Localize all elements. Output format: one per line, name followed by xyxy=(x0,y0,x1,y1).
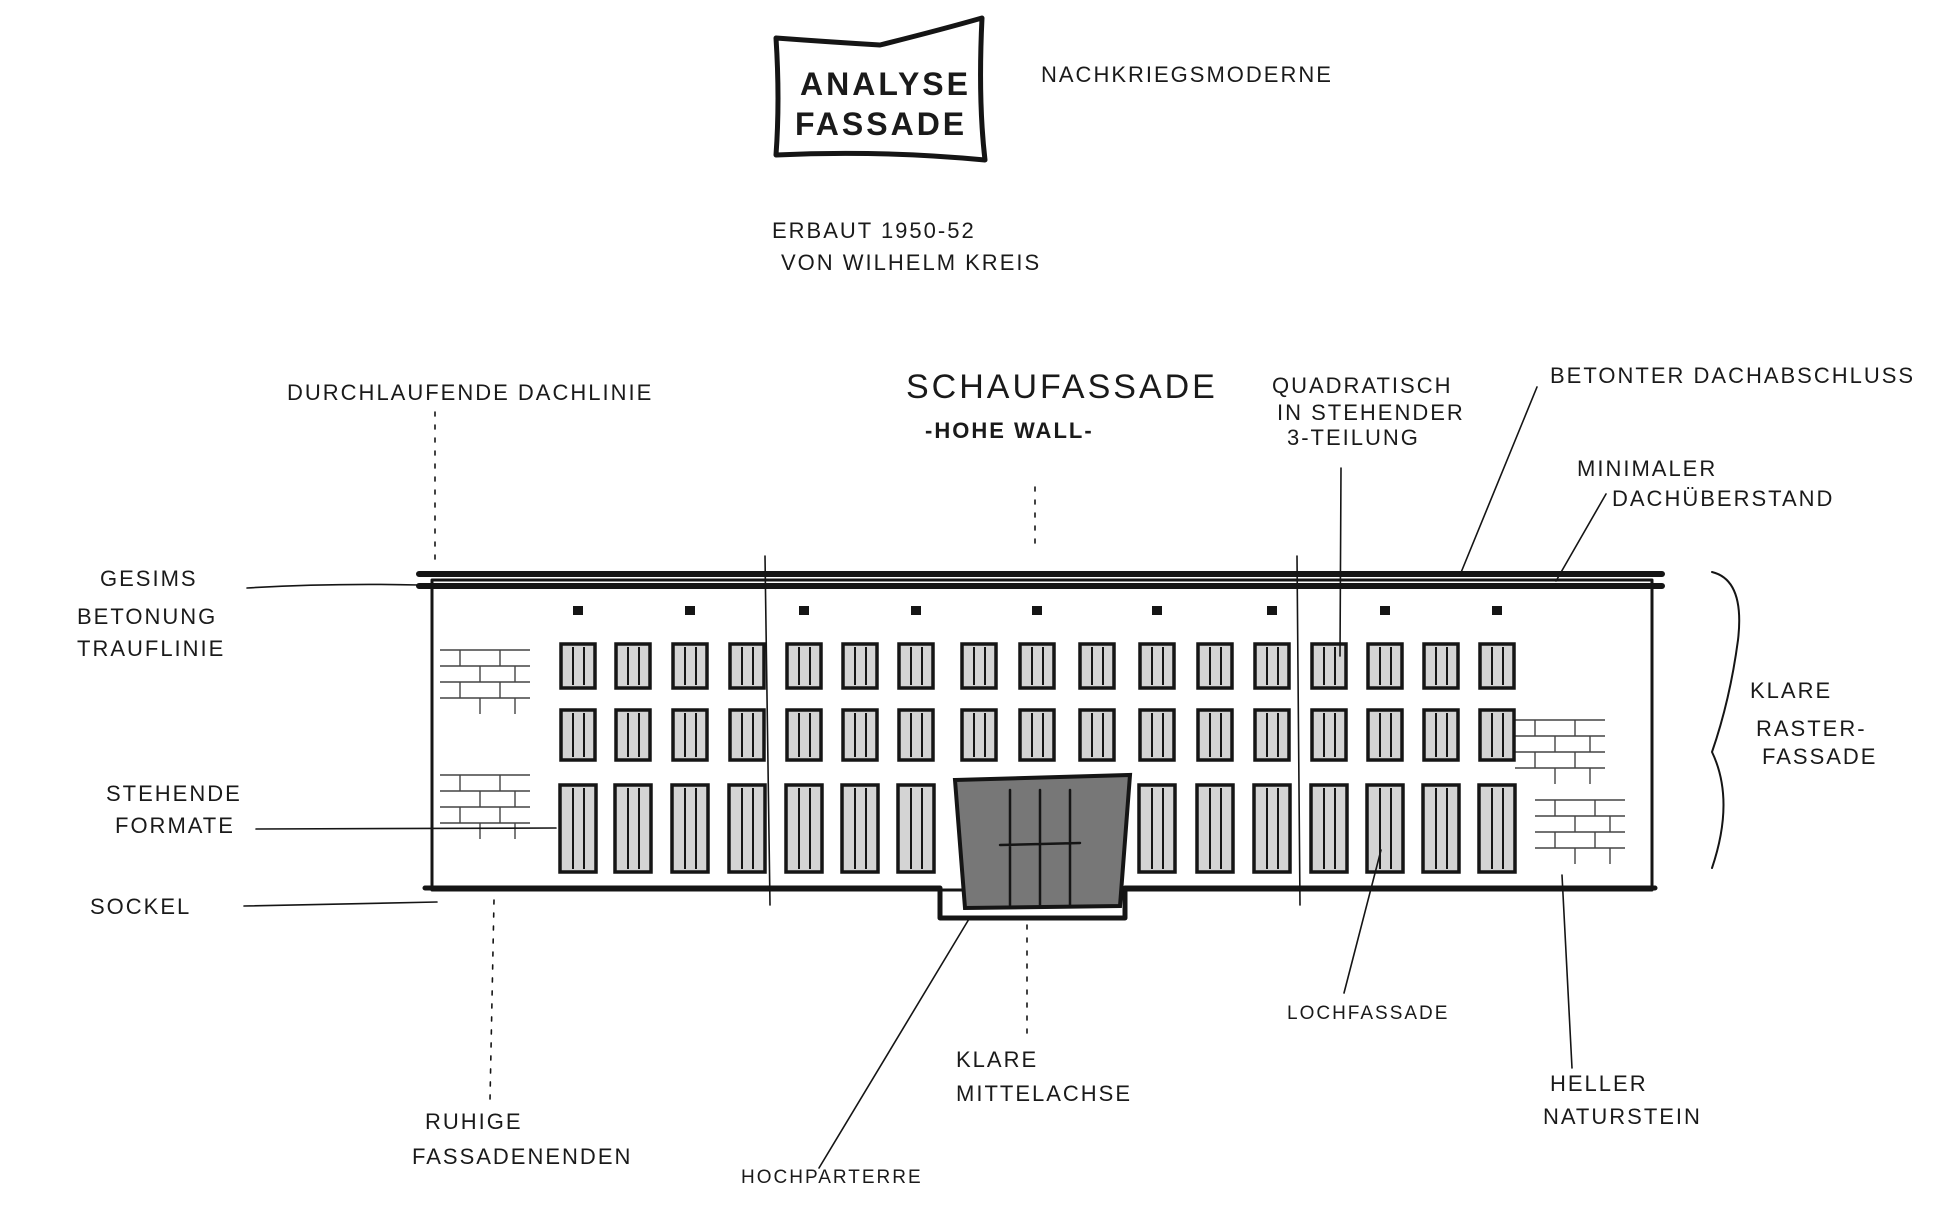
window xyxy=(1478,642,1516,690)
window xyxy=(1078,642,1116,690)
window xyxy=(897,642,935,690)
window xyxy=(1138,708,1176,762)
window xyxy=(1195,783,1235,874)
window xyxy=(1253,708,1291,762)
label-formats-2: FORMATE xyxy=(115,813,235,838)
window xyxy=(1018,708,1056,762)
built-date: ERBAUT 1950-52 xyxy=(772,218,976,243)
window xyxy=(841,708,879,762)
window xyxy=(613,783,653,874)
window xyxy=(559,642,597,690)
window xyxy=(1138,642,1176,690)
label-plinth: SOCKEL xyxy=(90,894,191,919)
window xyxy=(614,642,652,690)
window xyxy=(614,708,652,762)
label-stone-2: NATURSTEIN xyxy=(1543,1104,1702,1129)
window xyxy=(671,642,709,690)
window xyxy=(1477,783,1517,874)
bay-dividers xyxy=(764,555,1301,906)
label-cornice-1: GESIMS xyxy=(100,566,198,591)
subtitle: NACHKRIEGSMODERNE xyxy=(1041,62,1333,87)
ornament xyxy=(1152,606,1162,615)
window xyxy=(1196,642,1234,690)
window xyxy=(960,642,998,690)
plinth xyxy=(422,885,1658,921)
window xyxy=(558,783,598,874)
label-roofline: DURCHLAUFENDE DACHLINIE xyxy=(287,380,653,405)
ornament xyxy=(573,606,583,615)
title-line2: FASSADE xyxy=(795,106,967,142)
window xyxy=(841,642,879,690)
window xyxy=(785,708,823,762)
label-square-1: QUADRATISCH xyxy=(1272,373,1453,398)
title-box: ANALYSE FASSADE xyxy=(773,15,988,163)
window xyxy=(784,783,824,874)
label-punched: LOCHFASSADE xyxy=(1287,1003,1449,1024)
window xyxy=(1422,642,1460,690)
window-grid xyxy=(558,606,1517,874)
window xyxy=(1366,642,1404,690)
label-cornice-2: BETONUNG xyxy=(77,604,217,629)
label-square-2: IN STEHENDER xyxy=(1277,400,1465,425)
leader-lines xyxy=(243,386,1741,1169)
window xyxy=(671,708,709,762)
architect: VON WILHELM KREIS xyxy=(781,250,1041,275)
window xyxy=(728,642,766,690)
window xyxy=(1018,642,1056,690)
window xyxy=(1478,708,1516,762)
entrance-door xyxy=(952,772,1133,911)
window xyxy=(960,708,998,762)
label-mezzanine: HOCHPARTERRE xyxy=(741,1167,923,1188)
ornament xyxy=(799,606,809,615)
title-line1: ANALYSE xyxy=(800,66,971,102)
window xyxy=(1253,642,1291,690)
window xyxy=(1309,783,1349,874)
label-cornice-3: TRAUFLINIE xyxy=(77,636,225,661)
ornament xyxy=(911,606,921,615)
ornament xyxy=(1267,606,1277,615)
window xyxy=(559,708,597,762)
label-roof-edge: BETONTER DACHABSCHLUSS xyxy=(1550,363,1915,388)
cornice xyxy=(416,571,1665,589)
window xyxy=(785,642,823,690)
label-axis-2: MITTELACHSE xyxy=(956,1081,1132,1106)
natural-stone-texture xyxy=(440,649,1625,864)
label-ends-1: RUHIGE xyxy=(425,1109,523,1134)
label-stone-1: HELLER xyxy=(1550,1071,1648,1096)
window xyxy=(897,708,935,762)
label-grid-2: RASTER- xyxy=(1756,716,1867,741)
window xyxy=(896,783,936,874)
ornament xyxy=(685,606,695,615)
window xyxy=(1365,783,1405,874)
label-formats-1: STEHENDE xyxy=(106,781,242,806)
label-grid-1: KLARE xyxy=(1750,678,1832,703)
label-overhang-1: MINIMALER xyxy=(1577,456,1717,481)
label-overhang-2: DACHÜBERSTAND xyxy=(1612,486,1834,511)
window xyxy=(727,783,767,874)
window xyxy=(1196,708,1234,762)
window xyxy=(670,783,710,874)
label-axis-1: KLARE xyxy=(956,1047,1038,1072)
label-ends-2: FASSADENENDEN xyxy=(412,1144,632,1169)
center-subheading: -HOHE WALL- xyxy=(925,418,1094,443)
ornament xyxy=(1492,606,1502,615)
ornament xyxy=(1380,606,1390,615)
window xyxy=(1310,708,1348,762)
window xyxy=(840,783,880,874)
window xyxy=(728,708,766,762)
window xyxy=(1310,642,1348,690)
window xyxy=(1137,783,1177,874)
window xyxy=(1252,783,1292,874)
window xyxy=(1422,708,1460,762)
window xyxy=(1366,708,1404,762)
label-square-3: 3-TEILUNG xyxy=(1287,425,1420,450)
building-elevation xyxy=(416,555,1665,921)
ornament xyxy=(1032,606,1042,615)
label-grid-3: FASSADE xyxy=(1762,744,1877,769)
window xyxy=(1078,708,1116,762)
window xyxy=(1421,783,1461,874)
center-heading: SCHAUFASSADE xyxy=(906,368,1218,406)
